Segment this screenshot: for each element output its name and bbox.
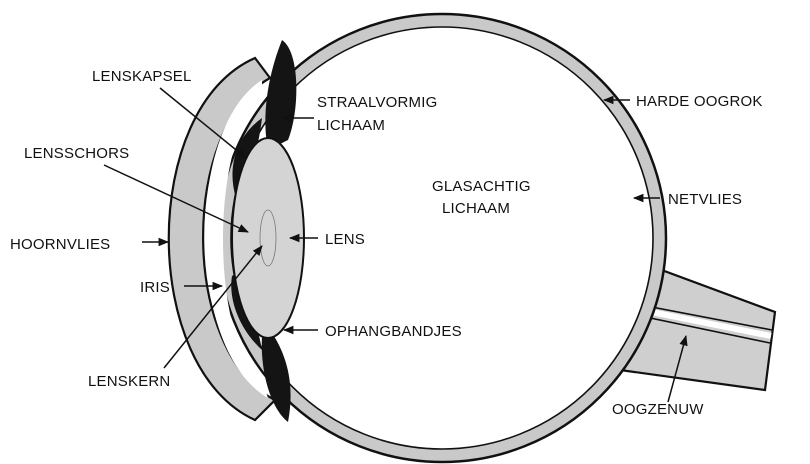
label-netvlies: NETVLIES	[668, 191, 742, 208]
label-glasachtig-line1: GLASACHTIG	[432, 178, 531, 195]
label-hoornvlies: HOORNVLIES	[10, 236, 110, 253]
label-straalvormig-line2: LICHAAM	[317, 117, 385, 134]
label-glasachtig-line2: LICHAAM	[442, 200, 510, 217]
label-oogzenuw: OOGZENUW	[612, 401, 704, 418]
label-lenskapsel: LENSKAPSEL	[92, 68, 192, 85]
label-iris: IRIS	[140, 279, 170, 296]
label-lenskern: LENSKERN	[88, 373, 170, 390]
label-straalvormig-line1: STRAALVORMIG	[317, 94, 437, 111]
label-lensschors: LENSSCHORS	[24, 145, 129, 162]
label-harde-oogrok: HARDE OOGROK	[636, 93, 763, 110]
label-lens: LENS	[325, 231, 365, 248]
label-ophangbandjes: OPHANGBANDJES	[325, 323, 462, 340]
